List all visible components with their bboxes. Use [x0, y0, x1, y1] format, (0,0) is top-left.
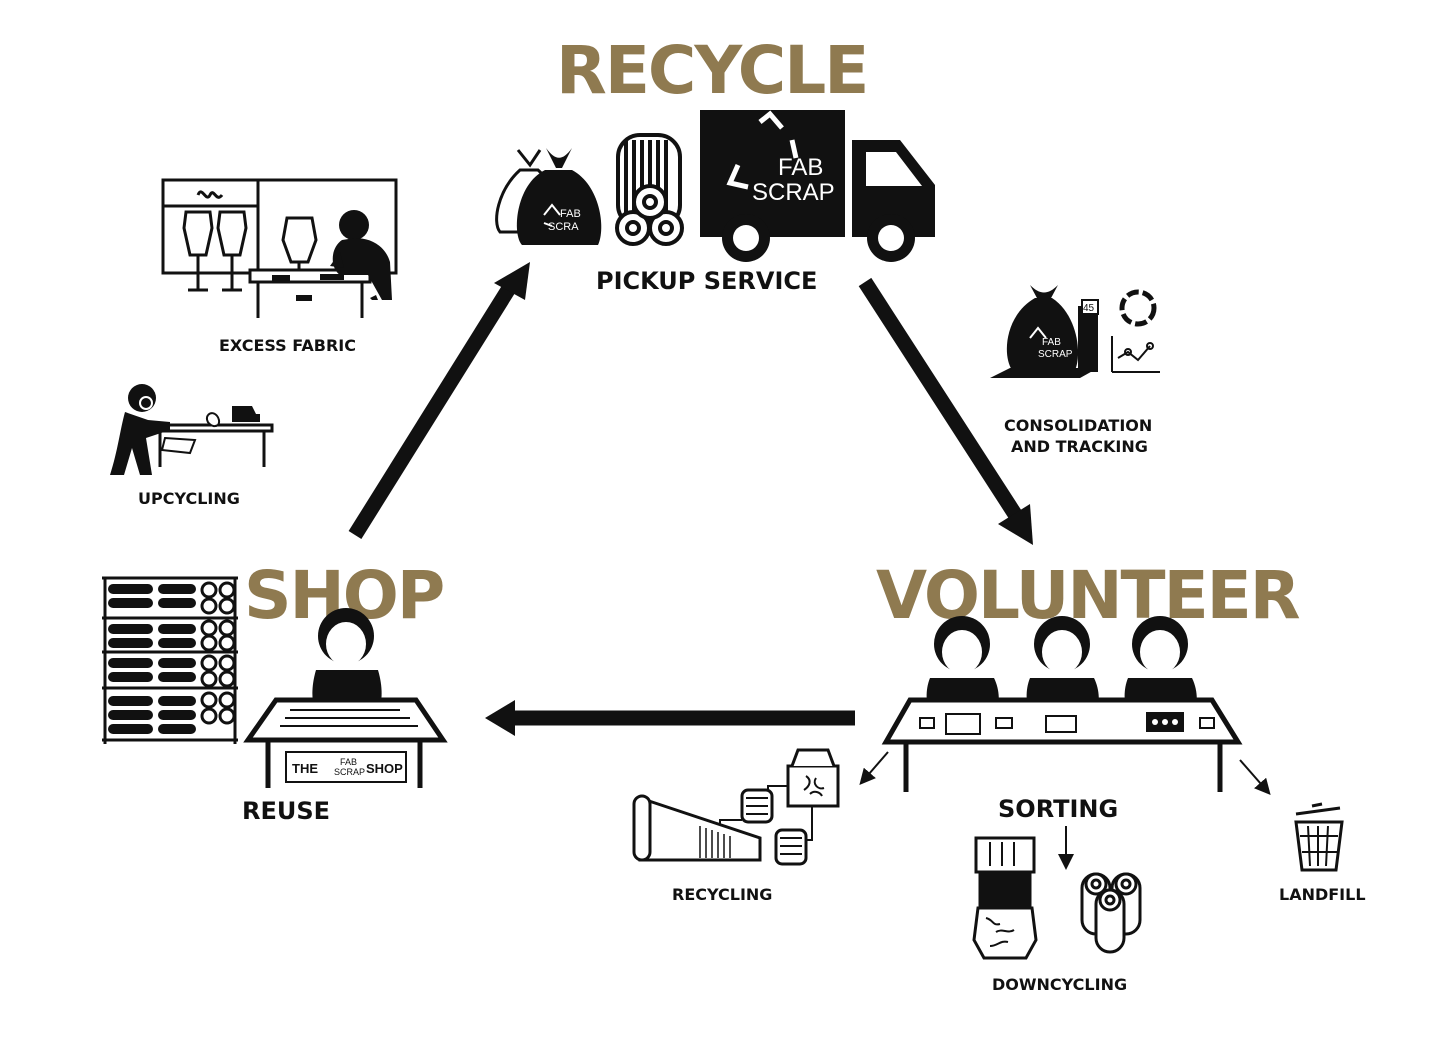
scale-icon: 45 FAB SCRAP — [990, 285, 1099, 378]
scale-reading: 45 — [1083, 303, 1095, 314]
trash-can-icon — [1294, 802, 1344, 872]
fabric-rolls-icon — [615, 133, 684, 246]
shelving-icon — [102, 576, 238, 744]
arrow-volunteer-to-shop — [485, 700, 855, 736]
tracking-charts-icon — [1111, 289, 1160, 373]
fabric-sheet-icon — [632, 794, 762, 862]
label-excess-fabric: EXCESS FABRIC — [219, 336, 356, 355]
shop-sign-left: THE — [292, 761, 318, 776]
label-reuse: REUSE — [242, 797, 331, 825]
title-recycle: RECYCLE — [556, 32, 869, 109]
designer-person-icon — [330, 210, 392, 300]
label-consolidation-line2: AND TRACKING — [1011, 437, 1148, 456]
truck-brand-line2: SCRAP — [752, 179, 835, 206]
scale-bag-line1: FAB — [1042, 337, 1061, 348]
downcycling-rolls-icon — [1080, 872, 1142, 954]
bag-brand-line1: FAB — [560, 208, 581, 220]
arrow-shop-to-recycle — [348, 262, 530, 539]
label-pickup-service: PICKUP SERVICE — [596, 267, 818, 295]
recycling-machine-icon — [719, 748, 840, 866]
shop-sign-brand1: FAB — [340, 757, 357, 767]
arrow-to-recycling — [859, 751, 889, 786]
label-sorting: SORTING — [998, 795, 1119, 823]
shop-person-icon — [312, 608, 382, 712]
arrow-recycle-to-volunteer — [858, 277, 1033, 545]
label-upcycling: UPCYCLING — [138, 489, 240, 508]
shop-counter-icon: THE FAB SCRAP SHOP — [243, 697, 448, 788]
downcycling-bag-icon — [972, 836, 1038, 960]
shop-sign-brand2: SCRAP — [334, 767, 365, 777]
label-recycling: RECYCLING — [672, 885, 773, 904]
truck-icon: FAB SCRAP — [700, 110, 935, 262]
black-bag-icon: FAB SCRA — [516, 148, 602, 245]
shop-sign-right: SHOP — [366, 761, 403, 776]
arrow-to-landfill — [1239, 759, 1271, 796]
bag-brand-line2: SCRA — [548, 221, 579, 233]
label-consolidation-line1: CONSOLIDATION — [1004, 416, 1153, 435]
title-volunteer: VOLUNTEER — [876, 557, 1301, 634]
sorting-table-icon — [881, 697, 1243, 792]
upcycling-scene-icon — [110, 384, 274, 475]
truck-brand-line1: FAB — [778, 154, 823, 181]
label-landfill: LANDFILL — [1279, 885, 1366, 904]
scale-bag-line2: SCRAP — [1038, 349, 1073, 360]
label-downcycling: DOWNCYCLING — [992, 975, 1128, 994]
